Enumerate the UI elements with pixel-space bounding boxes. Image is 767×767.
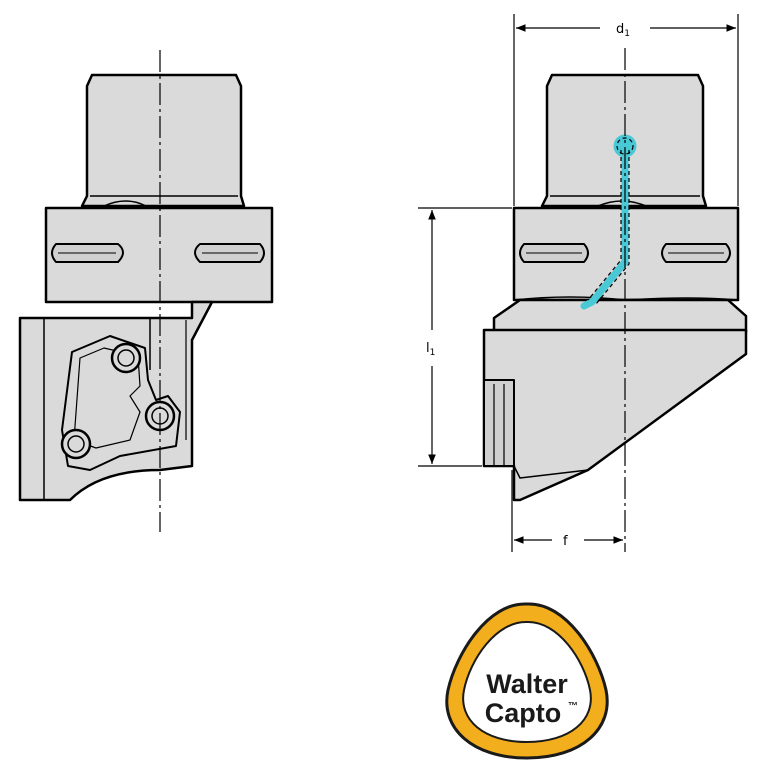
coolant-channel-outline xyxy=(587,137,634,305)
logo-text-line1: Walter xyxy=(486,669,568,699)
f-label: f xyxy=(563,534,568,549)
right-head-body xyxy=(482,328,748,502)
left-view xyxy=(18,73,274,502)
d1-label: d1 xyxy=(616,22,630,39)
right-view xyxy=(482,73,748,502)
dimension-lines xyxy=(418,14,739,552)
logo-inner xyxy=(462,620,592,744)
left-shank xyxy=(80,73,246,208)
right-collar xyxy=(492,298,748,334)
l1-label: l1 xyxy=(426,341,435,358)
right-insert-seat xyxy=(483,379,515,467)
left-screw-hole-1 xyxy=(110,342,142,374)
logo-text-line2: Capto xyxy=(485,698,562,728)
logo-trademark: ™ xyxy=(568,701,578,712)
left-head-body xyxy=(18,300,214,502)
left-insert-pocket xyxy=(61,335,181,471)
left-screw-hole-3 xyxy=(60,428,92,460)
walter-capto-logo: Walter Capto ™ xyxy=(445,602,609,760)
